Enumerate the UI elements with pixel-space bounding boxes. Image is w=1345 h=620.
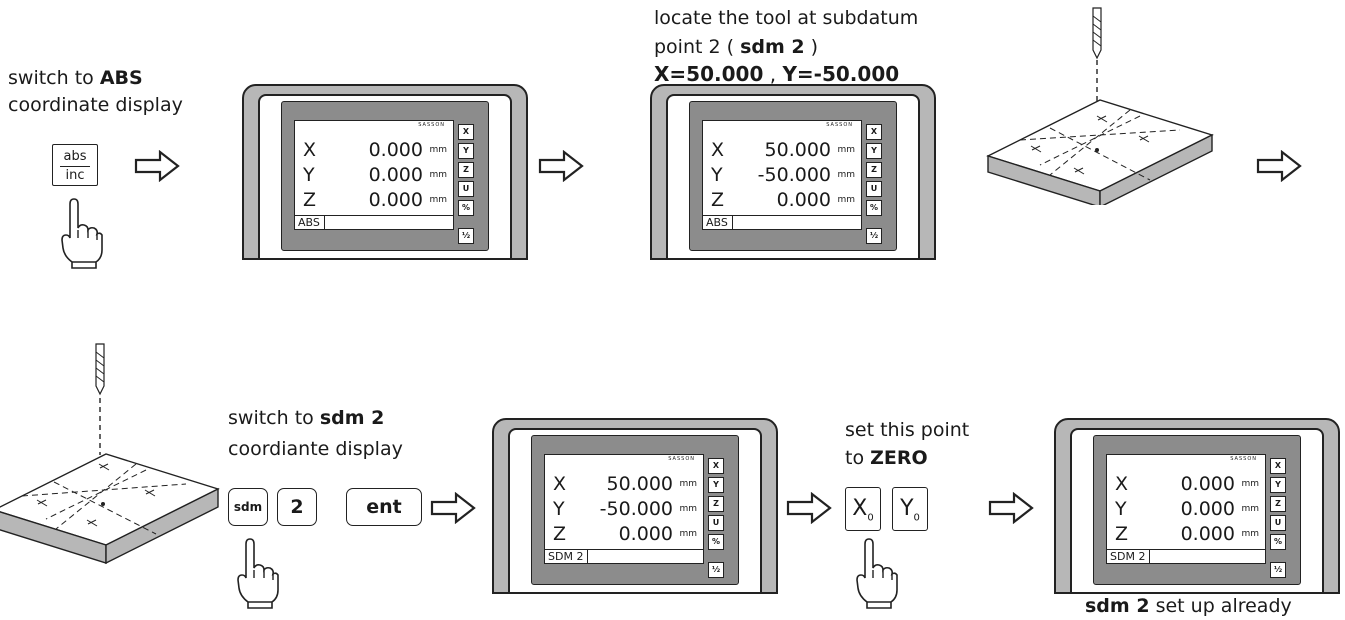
workpiece-with-tool-illustration xyxy=(0,343,220,565)
brand-logo: SASSON xyxy=(1230,456,1257,462)
softkey-y[interactable]: Y xyxy=(458,143,474,159)
softkey-z[interactable]: Z xyxy=(866,162,882,178)
sdm-key[interactable]: sdm xyxy=(228,488,268,526)
softkey-u[interactable]: U xyxy=(866,181,882,197)
arrow-right-icon xyxy=(538,150,584,182)
softkey-x[interactable]: X xyxy=(866,124,882,140)
softkey-y[interactable]: Y xyxy=(866,143,882,159)
arrow-right-icon xyxy=(1256,150,1302,182)
softkey-x[interactable]: X xyxy=(458,124,474,140)
workpiece-with-tool-illustration xyxy=(986,7,1214,205)
mode-indicator: ABS xyxy=(706,216,733,229)
pointing-hand-icon xyxy=(61,198,103,269)
softkey-u[interactable]: U xyxy=(458,181,474,197)
softkey-x[interactable]: X xyxy=(708,458,724,474)
step2-caption-line1: locate the tool at subdatum xyxy=(654,7,919,29)
status-bar: SDM 2 xyxy=(545,549,703,563)
arrow-right-icon xyxy=(988,492,1034,524)
mode-indicator: ABS xyxy=(298,216,325,229)
softkey-percent[interactable]: % xyxy=(866,200,882,216)
step4-caption-line2: to ZERO xyxy=(845,447,928,469)
y-zero-key[interactable]: Y0 xyxy=(892,487,928,531)
softkey-percent[interactable]: % xyxy=(1270,534,1286,550)
softkey-percent[interactable]: % xyxy=(458,200,474,216)
enter-key[interactable]: ent xyxy=(346,488,422,526)
status-bar: SDM 2 xyxy=(1107,549,1265,563)
step4-caption-line1: set this point xyxy=(845,419,970,441)
mode-indicator: SDM 2 xyxy=(548,550,589,563)
softkey-x[interactable]: X xyxy=(1270,458,1286,474)
softkey-u[interactable]: U xyxy=(1270,515,1286,531)
step2-caption-line3: X=50.000 , Y=-50.000 xyxy=(654,62,900,86)
brand-logo: SASSON xyxy=(418,122,445,128)
step3-caption-line1: switch to sdm 2 xyxy=(228,407,385,429)
digit-2-key[interactable]: 2 xyxy=(277,488,317,526)
softkey-u[interactable]: U xyxy=(708,515,724,531)
step1-caption-line2: coordinate display xyxy=(8,94,183,116)
brand-logo: SASSON xyxy=(668,456,695,462)
mode-indicator: SDM 2 xyxy=(1110,550,1151,563)
inc-key-label: inc xyxy=(65,168,85,183)
step2-caption-line2: point 2 ( sdm 2 ) xyxy=(654,36,819,58)
softkey-z[interactable]: Z xyxy=(1270,496,1286,512)
result-caption: sdm 2 set up already xyxy=(1085,595,1292,617)
step1-caption-line1: switch to ABS xyxy=(8,67,143,89)
abs-key-label: abs xyxy=(63,149,87,164)
pointing-hand-icon xyxy=(856,538,898,609)
status-bar: ABS xyxy=(703,215,861,229)
softkey-half[interactable]: ½ xyxy=(458,228,474,244)
softkey-half[interactable]: ½ xyxy=(866,228,882,244)
brand-logo: SASSON xyxy=(826,122,853,128)
x-zero-key[interactable]: X0 xyxy=(845,487,881,531)
softkey-y[interactable]: Y xyxy=(708,477,724,493)
arrow-right-icon xyxy=(134,150,180,182)
softkey-z[interactable]: Z xyxy=(708,496,724,512)
arrow-right-icon xyxy=(786,492,832,524)
arrow-right-icon xyxy=(430,492,476,524)
pointing-hand-icon xyxy=(237,538,279,609)
abs-inc-key[interactable]: abs inc xyxy=(52,144,98,186)
step3-caption-line2: coordiante display xyxy=(228,438,403,460)
softkey-half[interactable]: ½ xyxy=(708,562,724,578)
softkey-z[interactable]: Z xyxy=(458,162,474,178)
softkey-y[interactable]: Y xyxy=(1270,477,1286,493)
softkey-column: X Y Z U % ½ xyxy=(458,124,474,247)
softkey-percent[interactable]: % xyxy=(708,534,724,550)
status-bar: ABS xyxy=(295,215,453,229)
softkey-half[interactable]: ½ xyxy=(1270,562,1286,578)
